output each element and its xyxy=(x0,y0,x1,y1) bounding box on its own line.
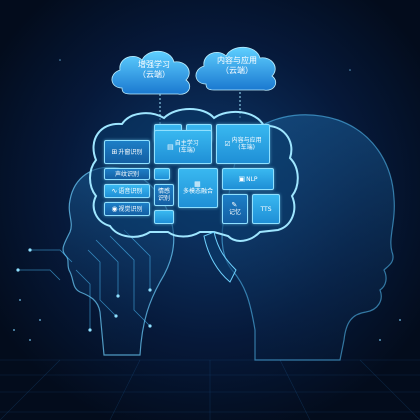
cloud-right-label: 内容与应用 （云端） xyxy=(202,56,272,76)
tile-label: 记忆 xyxy=(228,209,241,216)
tile-label: 声纹识别 xyxy=(114,170,139,178)
book-icon: ▤ xyxy=(167,142,174,151)
tile-memory: ✎ 记忆 xyxy=(222,194,248,224)
tile-label: 情感 识别 xyxy=(157,188,170,202)
tile-label: TTS xyxy=(260,205,272,213)
tile-label: 升窗识别 xyxy=(118,148,143,156)
tile-vision: ◉ 视觉识别 xyxy=(104,202,150,216)
cloud-left-label: 增强学习 （云端） xyxy=(119,60,189,80)
tile-small-c xyxy=(154,168,170,180)
tile-label: 多模态融合 xyxy=(182,188,213,195)
cloud-right xyxy=(195,46,277,91)
eye-icon: ◉ xyxy=(111,204,118,213)
app-icon: ☑ xyxy=(224,139,231,148)
tile-speech: ∿ 语音识别 xyxy=(104,184,150,198)
tile-multimodal: ▦ 多模态融合 xyxy=(178,168,218,208)
fusion-icon: ▦ xyxy=(194,180,201,188)
tile-label: NLP xyxy=(246,175,258,183)
memory-icon: ✎ xyxy=(231,201,238,209)
circuit-lines xyxy=(18,229,151,330)
tile-tts: TTS xyxy=(252,194,280,224)
tile-emotion: 情感 识别 xyxy=(154,184,174,206)
neck-shape xyxy=(203,231,237,283)
chat-icon: ▣ xyxy=(238,174,246,183)
cloud-left-title: 增强学习 xyxy=(138,60,170,69)
cloud-right-title: 内容与应用 xyxy=(217,56,257,65)
tile-label: 自主学习 (车端) xyxy=(174,140,199,154)
cloud-right-subtitle: （云端） xyxy=(221,66,253,75)
sparkle-dots xyxy=(13,59,401,341)
cloud-left xyxy=(111,50,191,95)
tile-window-recognition: ⊞ 升窗识别 xyxy=(104,140,150,164)
cloud-left-subtitle: （云端） xyxy=(138,70,170,79)
grid-icon: ⊞ xyxy=(111,147,118,156)
tile-label: 语音识别 xyxy=(118,187,143,195)
tile-nlp: ▣ NLP xyxy=(222,168,274,190)
tile-content-app: ☑ 内容与应用 (车端) xyxy=(216,124,270,164)
tile-label: 内容与应用 (车端) xyxy=(231,137,262,151)
tile-small-d xyxy=(154,210,174,224)
tile-label: 视觉识别 xyxy=(118,205,143,213)
circuit-nodes xyxy=(16,248,152,332)
grid-floor xyxy=(0,359,420,420)
tile-voiceprint: 声纹识别 xyxy=(104,168,150,180)
waveform-icon: ∿ xyxy=(111,186,118,195)
tile-self-learning: ▤ 自主学习 (车端) xyxy=(154,130,212,164)
